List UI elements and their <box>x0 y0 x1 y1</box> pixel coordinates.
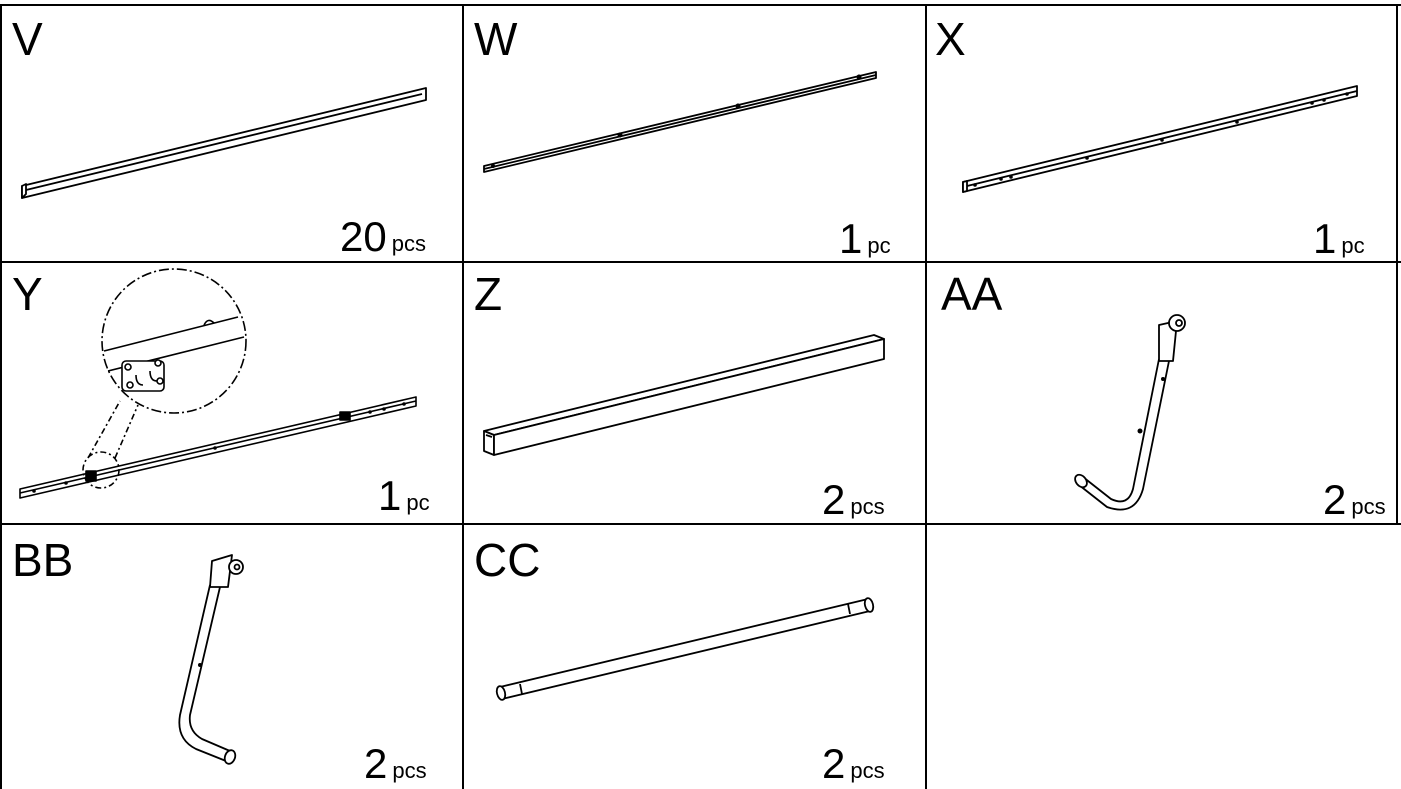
part-label: V <box>12 13 43 65</box>
column-divider-right <box>1396 4 1398 524</box>
part-cell-y: Y <box>0 263 462 523</box>
thin-bar-icon <box>483 71 877 173</box>
part-label: CC <box>474 534 541 586</box>
part-label: AA <box>941 268 1003 320</box>
part-label: X <box>935 13 966 65</box>
table-border-top <box>0 4 1401 6</box>
part-label: Y <box>12 268 43 320</box>
part-label: BB <box>12 534 74 586</box>
column-divider-1 <box>462 4 464 789</box>
column-divider-2 <box>925 4 927 789</box>
perforated-bar-icon <box>962 85 1358 193</box>
column-divider-left <box>0 4 2 789</box>
row-divider-1 <box>0 261 1401 263</box>
part-label: Z <box>474 268 503 320</box>
curved-leg-icon <box>1074 314 1186 511</box>
curved-leg-icon <box>178 554 244 765</box>
empty-cell <box>927 525 1401 789</box>
row-divider-2 <box>0 523 1401 525</box>
square-tube-icon <box>483 334 885 456</box>
bracket-bar-icon <box>19 268 417 499</box>
round-tube-icon <box>495 597 875 701</box>
part-label: W <box>474 13 518 65</box>
flat-bar-icon <box>21 87 427 199</box>
